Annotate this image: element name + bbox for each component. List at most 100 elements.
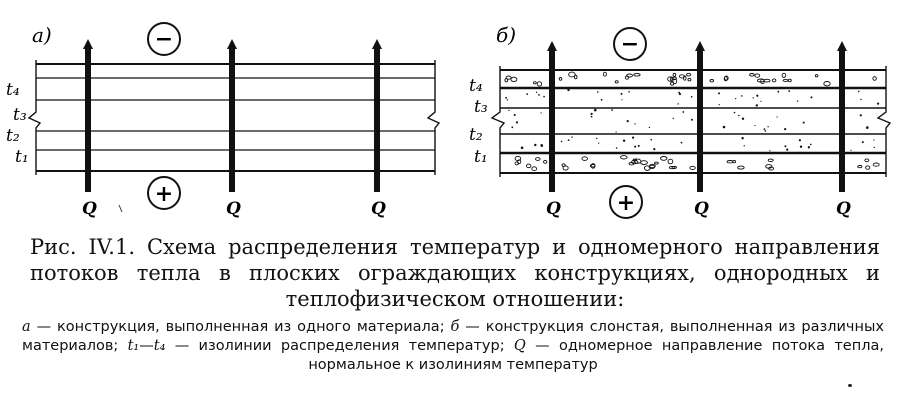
aggregate-mark: [590, 115, 593, 118]
aggregate-mark: [540, 112, 542, 114]
aggregate-mark: [632, 136, 635, 139]
aggregate-mark: [597, 91, 599, 93]
aggregate-mark: [738, 114, 740, 117]
aggregate-mark: [520, 146, 524, 150]
aggregate-mark: [624, 75, 630, 80]
aggregate-mark: [590, 112, 593, 115]
break-mark-left: [490, 66, 506, 177]
aggregate-mark: [872, 76, 877, 81]
aggregate-mark: [626, 120, 629, 123]
sign-minus: −: [155, 26, 173, 52]
sign-plus: +: [155, 181, 173, 207]
aggregate-mark: [504, 78, 509, 83]
aggregate-mark: [513, 114, 516, 116]
aggregate-mark: [737, 165, 745, 170]
aggregate-mark: [768, 166, 775, 171]
aggregate-mark: [596, 137, 598, 140]
aggregate-mark: [677, 103, 679, 105]
aggregate-mark: [567, 88, 570, 92]
flow-label: Q: [836, 199, 851, 219]
aggregate-mark: [536, 81, 543, 87]
aggregate-mark: [538, 94, 540, 96]
aggregate-mark: [777, 90, 780, 93]
legend-text-t: — изолинии распределения температур;: [165, 338, 514, 354]
aggregate-mark: [787, 78, 792, 83]
aggregate-mark: [515, 121, 519, 124]
aggregate-mark: [543, 159, 548, 164]
aggregate-mark: [654, 161, 659, 165]
aggregate-mark: [814, 74, 819, 78]
aggregate-mark: [672, 76, 677, 81]
aggregate-mark: [690, 118, 693, 121]
aggregate-mark: [859, 114, 862, 117]
aggregate-mark: [767, 126, 769, 128]
aggregate-mark: [534, 143, 537, 147]
aggregate-mark: [533, 81, 537, 85]
aggregate-mark: [526, 163, 532, 169]
sign-minus-circle: [613, 27, 647, 61]
label-t4: t₄: [469, 76, 483, 96]
sign-minus: −: [621, 31, 639, 57]
aggregate-mark: [543, 95, 545, 98]
aggregate-mark: [752, 97, 754, 99]
aggregate-mark: [621, 99, 623, 101]
aggregate-mark: [865, 165, 871, 170]
panel-a: а) t₄ t₃ t₂ t₁ Q Q Q − +: [6, 22, 441, 219]
aggregate-mark: [741, 137, 744, 140]
aggregate-mark: [781, 72, 787, 78]
aggregate-mark: [754, 73, 761, 78]
aggregate-mark: [667, 158, 674, 165]
panel-b-label: б): [496, 23, 516, 47]
aggregate-mark: [562, 165, 569, 171]
aggregate-mark: [581, 156, 588, 161]
aggregate-mark: [680, 141, 683, 144]
aggregate-mark: [634, 145, 637, 148]
aggregate-mark: [672, 72, 677, 77]
aggregate-mark: [594, 108, 597, 112]
aggregate-mark: [763, 128, 766, 131]
sign-plus-circle: [609, 185, 643, 219]
aggregate-mark: [769, 150, 771, 152]
aggregate-mark: [614, 80, 619, 84]
aggregate-mark: [755, 104, 758, 107]
aggregate-mark: [723, 76, 728, 82]
aggregate-mark: [615, 147, 618, 149]
aggregate-mark: [784, 128, 787, 131]
aggregate-mark: [535, 157, 541, 161]
flow-label: Q: [371, 199, 386, 219]
aggregate-mark: [660, 156, 668, 161]
aggregate-mark: [653, 148, 656, 151]
aggregate-mark: [872, 162, 880, 167]
aggregate-mark: [620, 155, 628, 160]
aggregate-mark: [873, 146, 875, 149]
break-mark-left: [27, 60, 42, 175]
aggregate-mark: [682, 111, 685, 113]
aggregate-mark: [678, 91, 680, 94]
scan-dot: [848, 384, 852, 387]
aggregate-mark: [735, 98, 737, 100]
aggregate-mark: [620, 92, 623, 95]
aggregate-mark: [877, 102, 880, 105]
legend-key-t: t₁—t₄: [127, 338, 166, 354]
aggregate-mark: [678, 92, 682, 96]
aggregate-mark: [510, 76, 518, 83]
aggregate-mark: [782, 78, 789, 82]
aggregate-mark: [799, 145, 803, 148]
aggregate-mark: [850, 149, 852, 151]
aggregate-mark: [560, 140, 563, 143]
label-t1: t₁: [15, 147, 29, 167]
sign-plus: +: [617, 190, 635, 216]
aggregate-mark: [683, 75, 687, 81]
aggregate-mark: [810, 143, 812, 146]
aggregate-mark: [776, 116, 778, 118]
sign-plus-circle: [147, 176, 181, 210]
aggregate-mark: [760, 100, 762, 102]
aggregate-mark: [798, 139, 802, 142]
material-texture: [504, 71, 880, 172]
aggregate-mark: [726, 160, 734, 164]
aggregate-mark: [598, 142, 600, 144]
aggregate-mark: [767, 158, 774, 162]
aggregate-mark: [718, 104, 720, 106]
scan-mark: [118, 204, 123, 213]
aggregate-mark: [622, 139, 626, 142]
